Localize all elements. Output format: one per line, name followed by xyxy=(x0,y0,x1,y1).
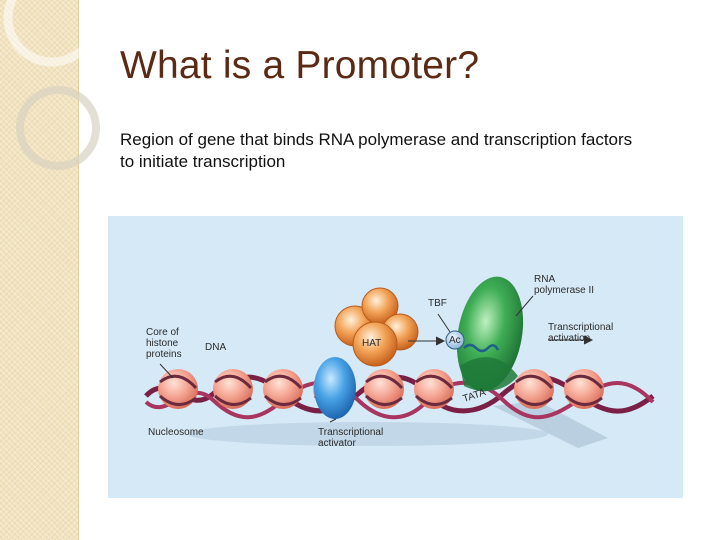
promoter-diagram: Core of histone proteins DNA HAT TBF Ac … xyxy=(108,216,683,498)
label-nucleosome: Nucleosome xyxy=(148,427,204,438)
label-tata: TATA xyxy=(462,387,488,405)
label-hat: HAT xyxy=(362,338,381,349)
dna-strand-2 xyxy=(144,380,655,420)
decorative-sidebar xyxy=(0,0,79,540)
nucleosome-5 xyxy=(364,369,404,409)
label-transcriptional-activator: Transcriptional activator xyxy=(318,427,386,449)
leader-lines xyxy=(159,295,594,423)
transcriptional-activator xyxy=(314,357,356,419)
hat-complex xyxy=(334,287,419,367)
nucleosome-2 xyxy=(213,369,253,409)
promoter-illustration: Core of histone proteins DNA HAT TBF Ac … xyxy=(144,274,655,449)
label-ac: Ac xyxy=(449,335,461,346)
slide-body-text: Region of gene that binds RNA polymerase… xyxy=(120,130,633,171)
nucleosome-7 xyxy=(514,369,554,409)
nucleosome-3 xyxy=(263,369,303,409)
floor-shadow xyxy=(188,422,548,446)
nucleosome-8 xyxy=(564,369,604,409)
nucleosome-1 xyxy=(158,369,198,409)
label-rna-polymerase: RNA polymerase II xyxy=(534,274,594,296)
nucleosome-6 xyxy=(414,369,454,409)
ac-molecule xyxy=(445,330,465,350)
tbf-coil xyxy=(463,343,500,353)
slide-title: What is a Promoter? xyxy=(120,44,480,87)
label-transcriptional-activation: Transcriptional activation xyxy=(548,322,616,344)
label-tbf: TBF xyxy=(428,298,447,309)
polymerase-lobe xyxy=(460,357,518,392)
label-dna: DNA xyxy=(205,342,226,353)
label-core-histone: Core of histone proteins xyxy=(146,327,182,360)
